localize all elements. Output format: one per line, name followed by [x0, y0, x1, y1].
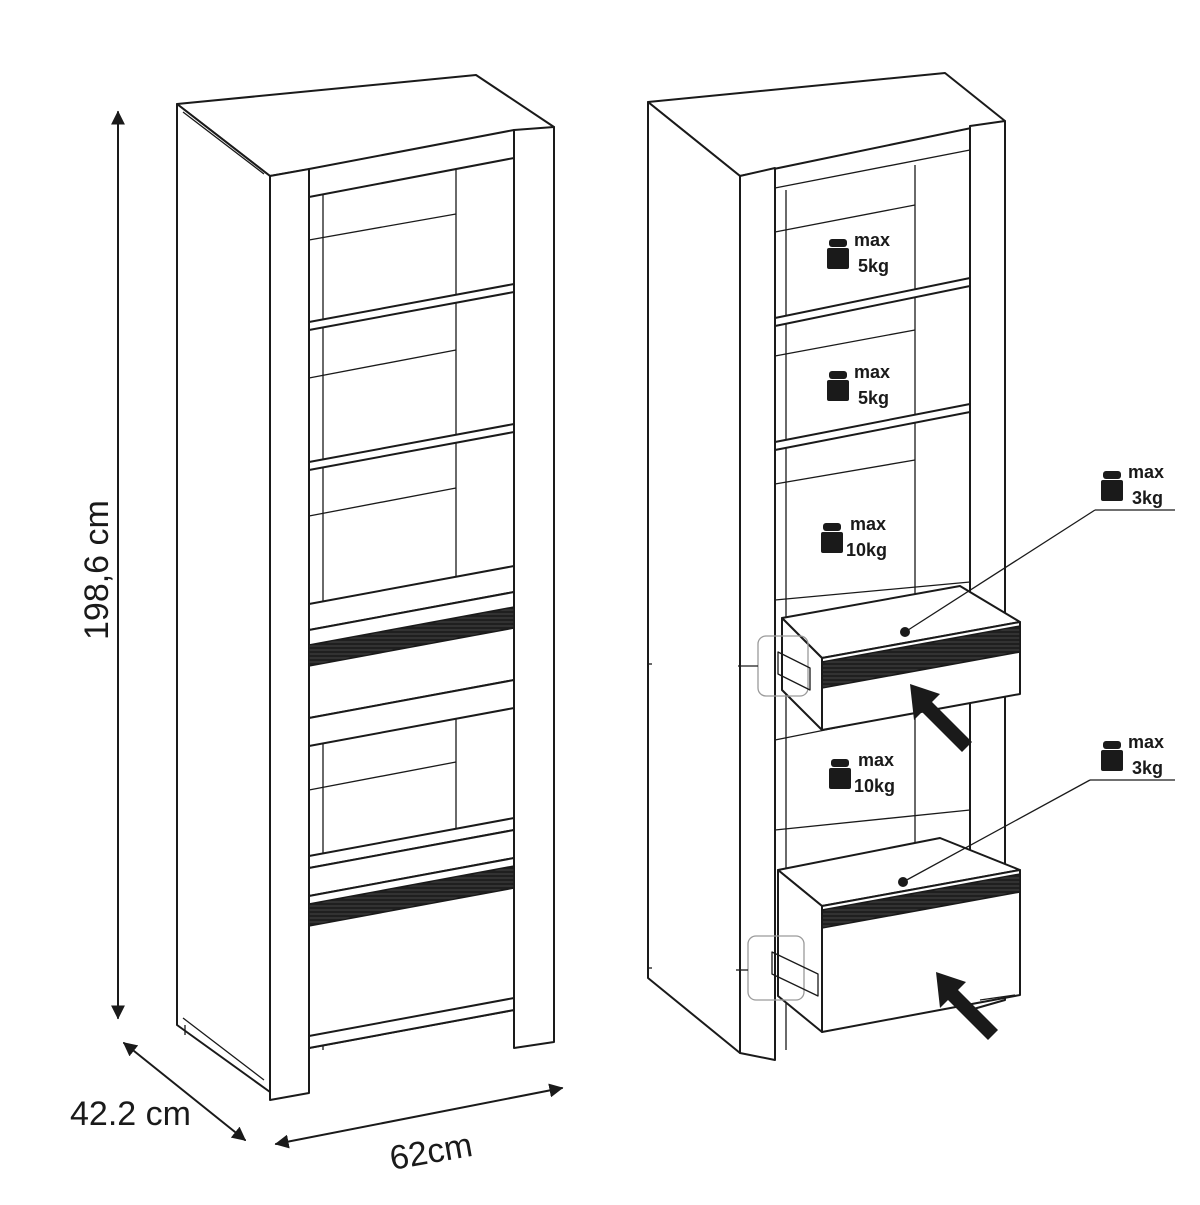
- height-dimension: 198,6 cm: [78, 110, 125, 1020]
- weight-icon: [827, 239, 849, 269]
- load-label-shelf-1: max 5kg: [827, 230, 890, 276]
- svg-text:max: max: [850, 514, 886, 534]
- drawer-1-callout-line: [904, 509, 1096, 633]
- left-front-stile: [269, 168, 310, 1101]
- weight-icon: [821, 523, 843, 553]
- weight-icon: [829, 759, 851, 789]
- svg-text:max: max: [854, 230, 890, 250]
- svg-text:10kg: 10kg: [854, 776, 895, 796]
- left-side-panel: [176, 103, 271, 1093]
- height-label: 198,6 cm: [78, 500, 116, 640]
- depth-label: 42.2 cm: [70, 1095, 191, 1133]
- right-front-stile: [513, 126, 555, 1049]
- svg-text:max: max: [854, 362, 890, 382]
- svg-text:max: max: [1128, 462, 1164, 482]
- width-label: 62cm: [387, 1126, 475, 1178]
- right-cabinet: [647, 72, 1021, 1061]
- svg-text:3kg: 3kg: [1132, 758, 1163, 778]
- load-label-drawer-1: max 3kg: [1101, 462, 1164, 508]
- svg-text:max: max: [1128, 732, 1164, 752]
- svg-text:max: max: [858, 750, 894, 770]
- drawer-2-callout-line: [902, 779, 1091, 883]
- width-dimension: 62cm: [274, 1083, 564, 1178]
- right-side-panel: [647, 101, 741, 1054]
- svg-text:5kg: 5kg: [858, 388, 889, 408]
- left-cabinet: [176, 74, 555, 1101]
- load-label-shelf-3: max 10kg: [821, 514, 887, 560]
- weight-icon: [827, 371, 849, 401]
- load-label-shelf-2: max 5kg: [827, 362, 890, 408]
- weight-icon: [1101, 471, 1123, 501]
- svg-text:5kg: 5kg: [858, 256, 889, 276]
- svg-text:3kg: 3kg: [1132, 488, 1163, 508]
- weight-icon: [1101, 741, 1123, 771]
- load-label-drawer-2: max 3kg: [1101, 732, 1164, 778]
- depth-dimension: 42.2 cm: [70, 1042, 247, 1141]
- svg-text:10kg: 10kg: [846, 540, 887, 560]
- load-label-shelf-4: max 10kg: [829, 750, 895, 796]
